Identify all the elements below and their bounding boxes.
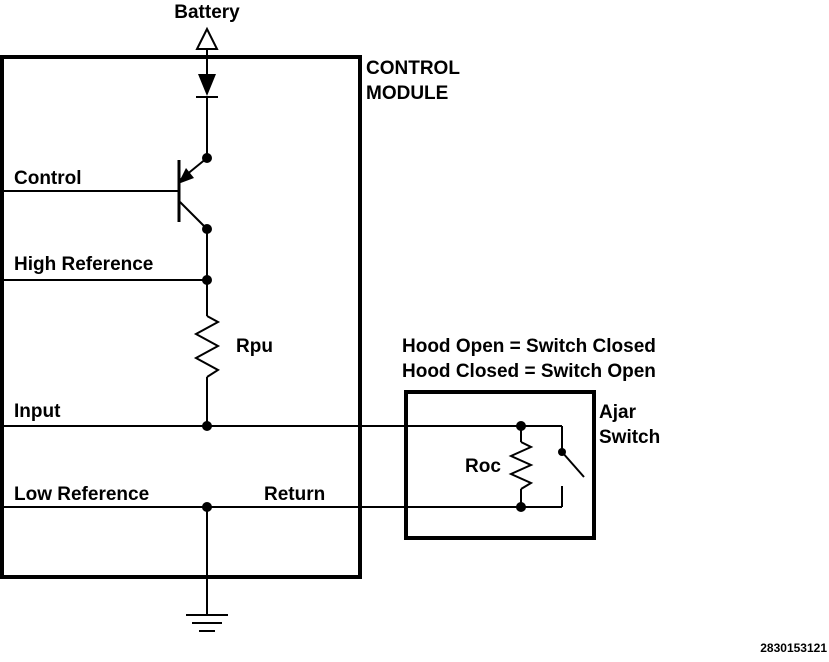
control-label: Control	[14, 168, 82, 189]
control-module-label-line2: MODULE	[366, 83, 448, 104]
low-reference-label: Low Reference	[14, 484, 149, 505]
high-reference-label: High Reference	[14, 254, 153, 275]
ajar-switch-label-line1: Ajar	[599, 402, 637, 423]
transistor-emitter	[179, 201, 208, 230]
input-label: Input	[14, 401, 61, 422]
roc-bottom-node	[516, 502, 526, 512]
rpu-resistor-icon	[193, 315, 221, 378]
control-module-box	[0, 55, 362, 579]
roc-resistor-icon	[508, 441, 534, 490]
ajar-switch-box	[404, 390, 596, 540]
ajar-switch-label-line2: Switch	[599, 427, 660, 448]
rpu-label: Rpu	[236, 336, 273, 357]
battery-label: Battery	[174, 2, 240, 23]
diode-icon	[198, 74, 216, 96]
figure-id: 2830153121	[760, 641, 827, 655]
hood-open-label: Hood Open = Switch Closed	[402, 336, 656, 357]
return-label: Return	[264, 484, 325, 505]
battery-terminal-icon	[195, 26, 219, 50]
switch-blade-icon	[561, 451, 585, 478]
transistor-emitter-arrow-icon	[178, 168, 194, 184]
roc-label: Roc	[465, 456, 501, 477]
hood-closed-label: Hood Closed = Switch Open	[402, 361, 656, 382]
control-module-label-line1: CONTROL	[366, 58, 460, 79]
